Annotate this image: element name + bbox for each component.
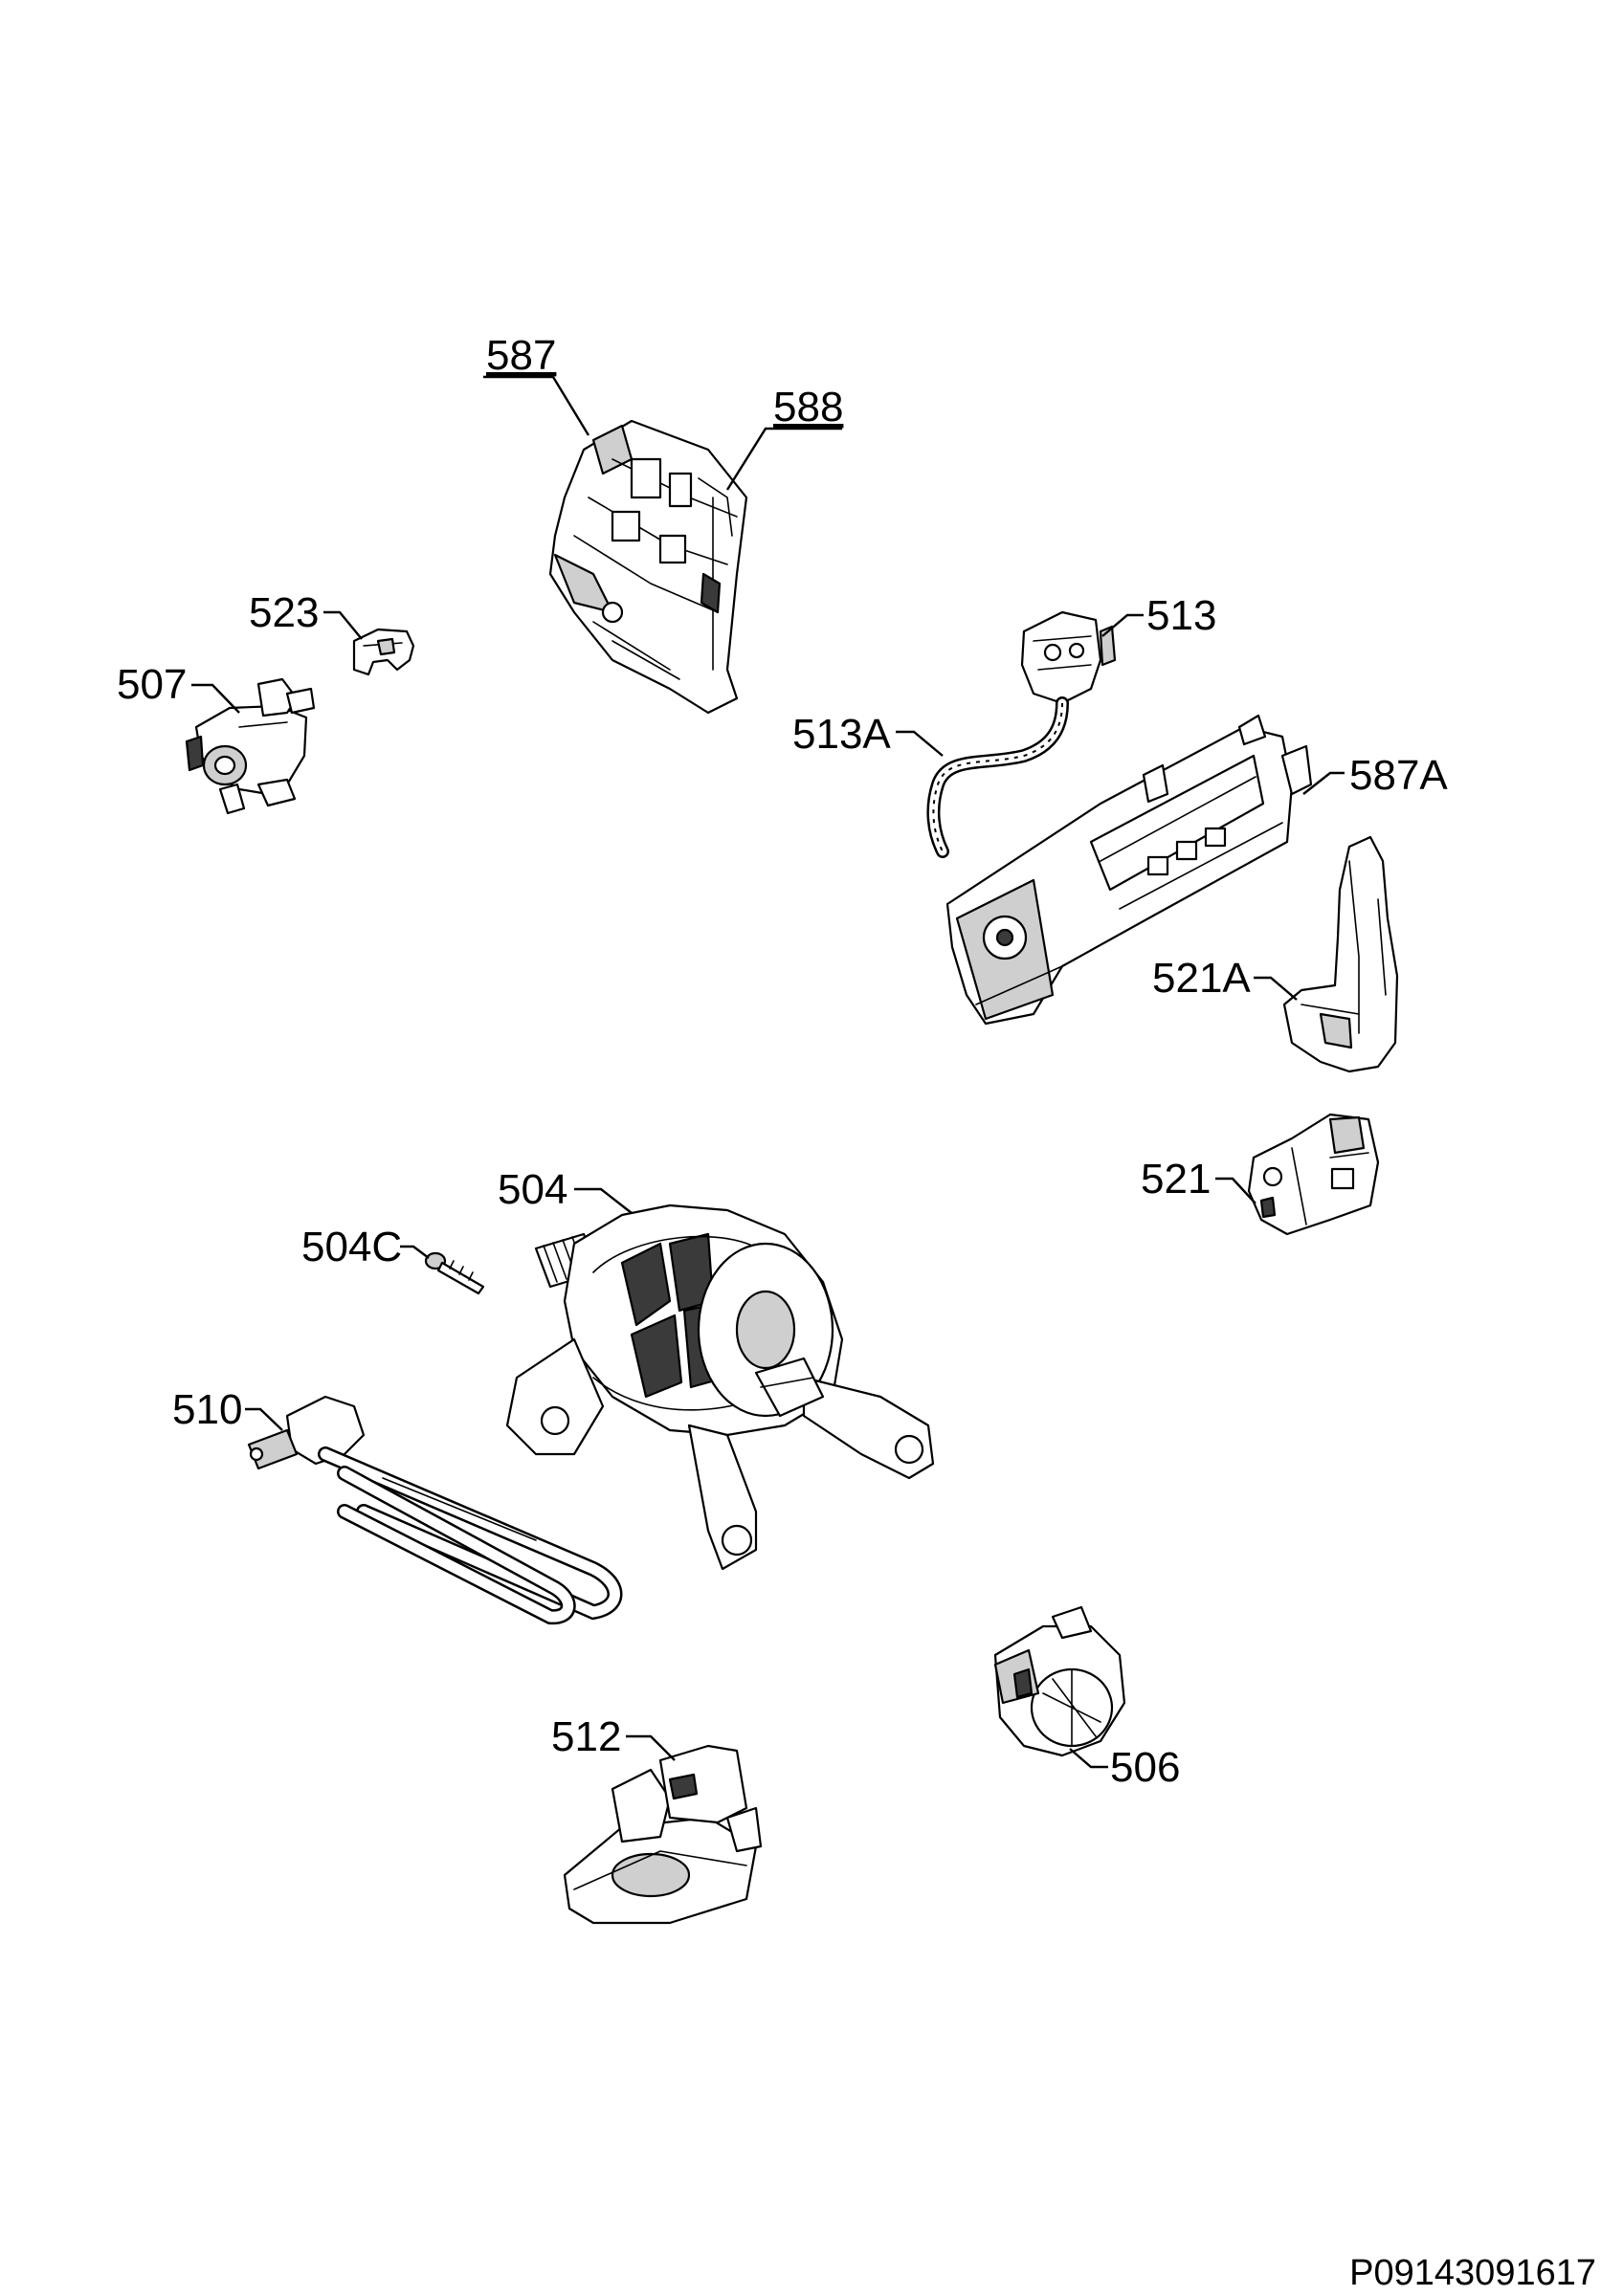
document-id: P09143091617 [1349,2253,1596,2293]
callout-521: 521 [1141,1156,1256,1204]
label-507: 507 [117,661,187,708]
part-510-heater [247,1395,623,1625]
label-523: 523 [249,589,319,636]
label-504c: 504C [301,1224,402,1270]
callout-512: 512 [551,1713,676,1761]
label-521a: 521A [1152,955,1251,1002]
callout-587: 587 [483,332,590,436]
callout-588: 588 [725,384,843,491]
label-506: 506 [1110,1744,1180,1791]
label-521: 521 [1141,1156,1211,1203]
part-504-motor [505,1203,935,1571]
callout-513: 513 [1101,592,1216,639]
label-513a: 513A [792,711,891,758]
part-521a-bracket [1282,835,1399,1073]
label-588: 588 [773,384,843,430]
label-587: 587 [486,332,556,379]
callout-523: 523 [249,589,363,640]
label-512: 512 [551,1713,621,1760]
callout-504: 504 [498,1166,633,1214]
part-504c-screw [424,1251,485,1295]
callout-510: 510 [172,1386,283,1433]
callout-506: 506 [1069,1744,1180,1791]
part-513a-hose [926,696,1069,858]
part-507-inlet-valve [185,677,316,815]
part-587-main-board [548,419,748,715]
part-512-base [563,1744,763,1925]
part-587a-control-board [945,714,1313,1026]
part-521-door-lock [1247,1113,1380,1236]
callout-504c: 504C [301,1224,430,1270]
callout-587a: 587A [1302,752,1448,799]
part-506-drain-pump [993,1605,1126,1757]
label-510: 510 [172,1386,242,1433]
callout-507: 507 [117,661,240,714]
callout-521a: 521A [1152,955,1298,1002]
label-504: 504 [498,1166,567,1213]
label-587a: 587A [1349,752,1448,799]
callout-513a: 513A [792,711,944,758]
label-513: 513 [1146,592,1216,639]
part-523-clip [352,628,415,676]
part-513-pressure-switch [1020,610,1117,705]
